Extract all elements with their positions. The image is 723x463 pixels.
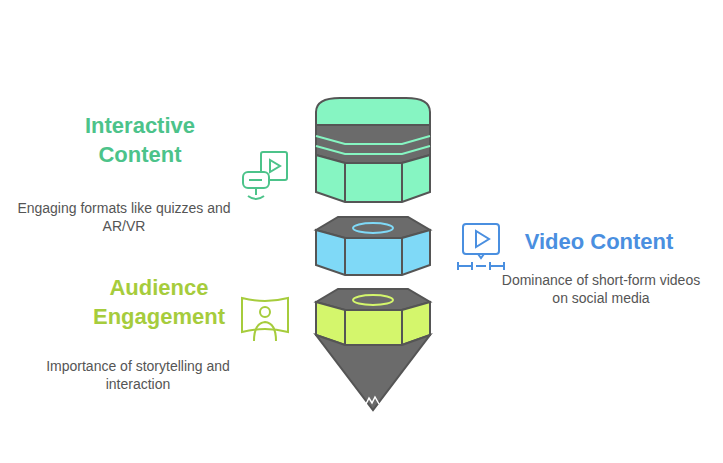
- audience-icon: [242, 298, 288, 341]
- top-layer: [316, 98, 430, 202]
- section-description: Dominance of short-form videos on social…: [501, 271, 701, 307]
- section-heading: Video Content: [494, 227, 704, 256]
- section-description: Engaging formats like quizzes and AR/VR: [4, 199, 244, 235]
- section-description: Importance of storytelling and interacti…: [38, 357, 238, 393]
- bottom-layer: [316, 289, 430, 410]
- video-icon: [458, 224, 504, 270]
- section-heading: Audience Engagement: [74, 273, 244, 331]
- middle-layer: [316, 217, 430, 275]
- section-heading: Interactive Content: [55, 111, 225, 169]
- vr-icon: [243, 152, 287, 199]
